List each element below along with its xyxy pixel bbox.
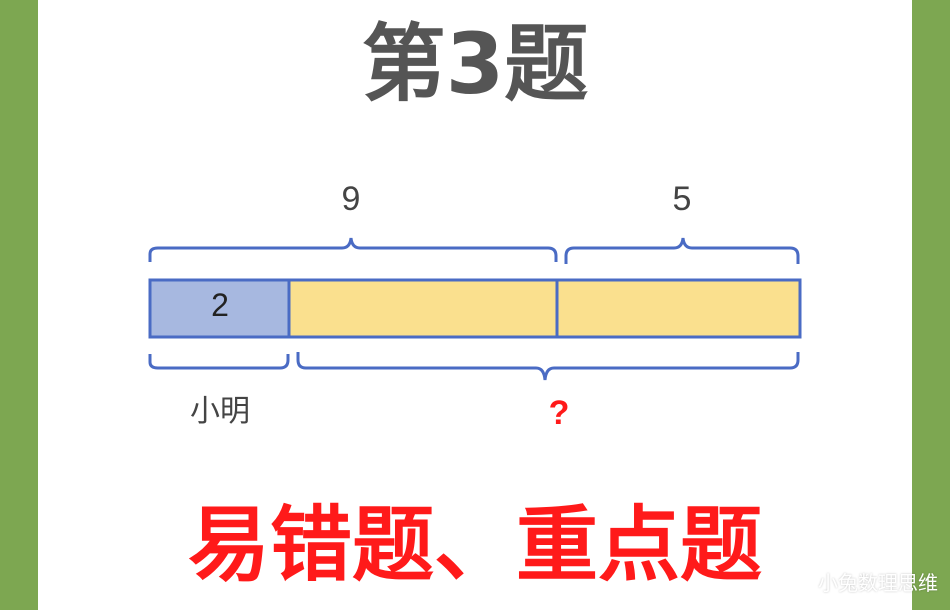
xiaoming-label: 小明 xyxy=(190,394,250,429)
right-segment-label: 5 xyxy=(672,180,692,218)
brace-xiaoming xyxy=(148,354,290,370)
xiaoming-value: 2 xyxy=(211,287,229,323)
segment-middle xyxy=(287,278,559,339)
brace-unknown xyxy=(296,352,800,381)
segment-right xyxy=(555,278,802,339)
brace-right xyxy=(564,237,800,264)
subtitle: 易错题、重点题 xyxy=(187,498,762,593)
page-title: 第3题 xyxy=(361,15,589,113)
unknown-label: ? xyxy=(548,394,570,432)
total-label: 9 xyxy=(341,180,361,218)
segment-xiaoming xyxy=(148,278,291,339)
brace-total xyxy=(148,237,558,262)
watermark: 小兔数理思维 xyxy=(818,571,938,595)
